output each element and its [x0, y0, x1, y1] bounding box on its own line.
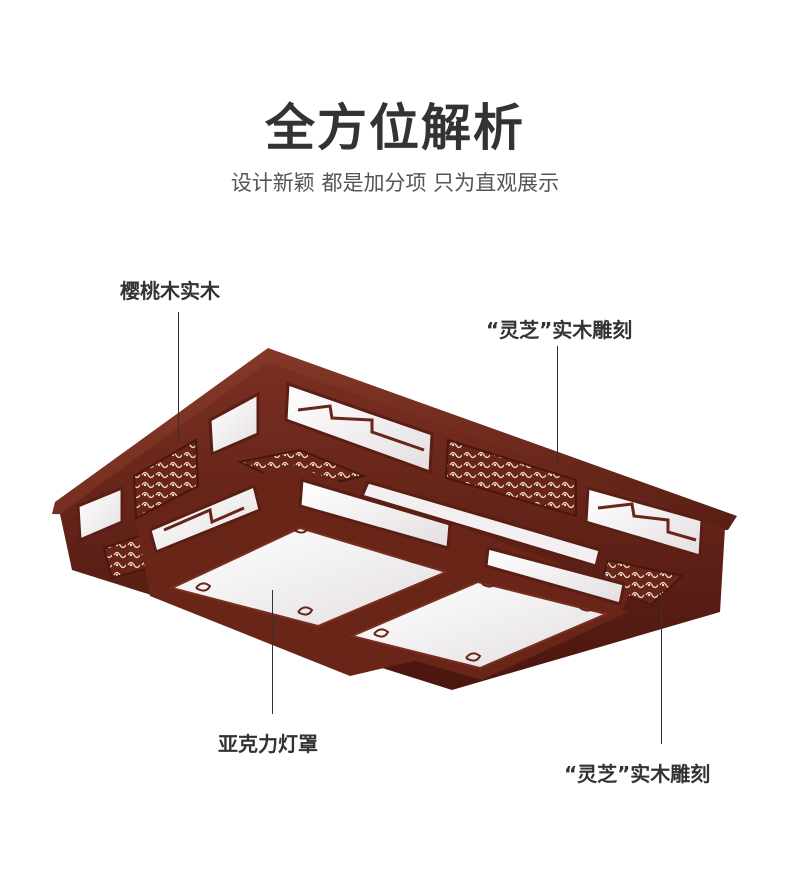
- callout-carving-bottom-label: “灵芝”实木雕刻: [564, 762, 711, 786]
- panel-left-small: [208, 391, 260, 457]
- callout-carving-top-label: “灵芝”实木雕刻: [486, 318, 633, 342]
- carving-panel-top: [444, 438, 577, 518]
- page-subtitle: 设计新颖 都是加分项 只为直观展示: [230, 171, 560, 195]
- callout-carving-bottom-line: [661, 584, 662, 744]
- callout-acrylic-line: [272, 590, 273, 714]
- page-title: 全方位解析: [265, 99, 525, 157]
- callout-acrylic-label: 亚克力灯罩: [218, 732, 318, 756]
- carving-panel-left: [132, 438, 200, 520]
- panel-far-left: [76, 485, 124, 543]
- callout-carving-top-line: [557, 346, 558, 466]
- callout-wood-line: [178, 312, 179, 442]
- callout-wood-label: 樱桃木实木: [120, 279, 220, 303]
